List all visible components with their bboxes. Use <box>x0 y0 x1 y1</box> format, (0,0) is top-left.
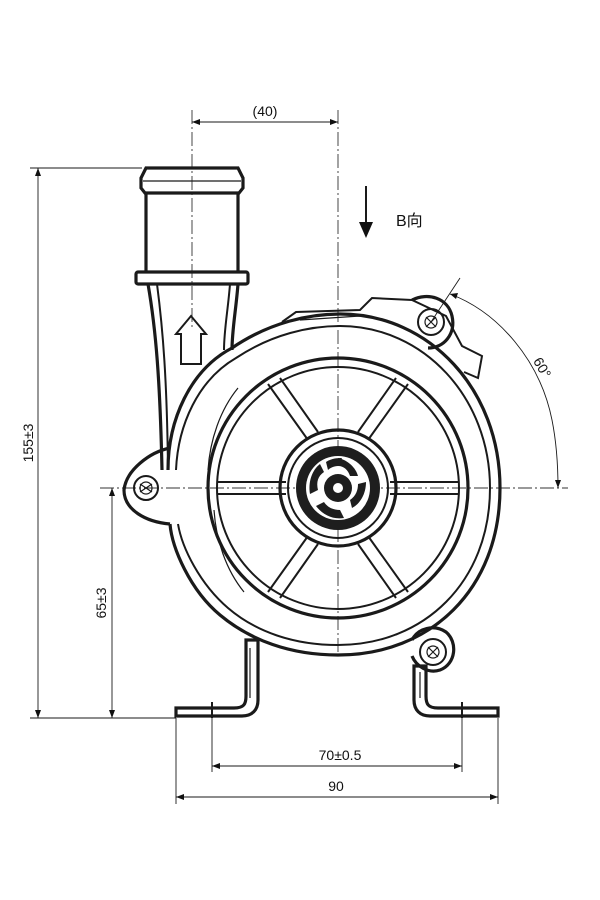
outlet-pipe <box>134 166 250 471</box>
angle-label: 60° <box>530 354 554 380</box>
housing-screws <box>410 294 456 673</box>
top-bracket <box>281 296 484 380</box>
housing-ring-outer <box>206 356 470 620</box>
flow-direction-arrow <box>173 314 209 365</box>
upper-right-screw <box>417 308 445 336</box>
pipe-collar <box>134 270 250 286</box>
volute-housing <box>166 296 502 657</box>
dimension-lines: (40) 155±3 65±3 70±0.5 90 60° <box>20 103 561 804</box>
foot-spacing-label: 70±0.5 <box>319 747 362 763</box>
spokes <box>218 377 458 599</box>
hub-ring-outer <box>278 428 398 548</box>
view-b-indicator: B向 <box>359 186 423 238</box>
axis-height-label: 65±3 <box>93 587 109 618</box>
outlet-offset-label: (40) <box>253 103 278 119</box>
left-screw <box>133 475 159 501</box>
angle-arc <box>449 293 559 489</box>
total-height-label: 155±3 <box>20 423 36 462</box>
left-foot <box>174 638 260 718</box>
view-arrow <box>359 222 373 238</box>
view-b-label: B向 <box>396 212 423 230</box>
impeller-blades <box>309 458 366 519</box>
housing-ring-inner <box>216 366 460 610</box>
base-width-label: 90 <box>328 778 344 794</box>
mounting-feet <box>174 638 500 718</box>
lower-right-screw <box>419 638 447 666</box>
impeller-hub <box>278 428 398 548</box>
volute-outer <box>166 312 502 657</box>
left-mounting-ear <box>122 446 171 526</box>
right-foot <box>412 664 500 718</box>
